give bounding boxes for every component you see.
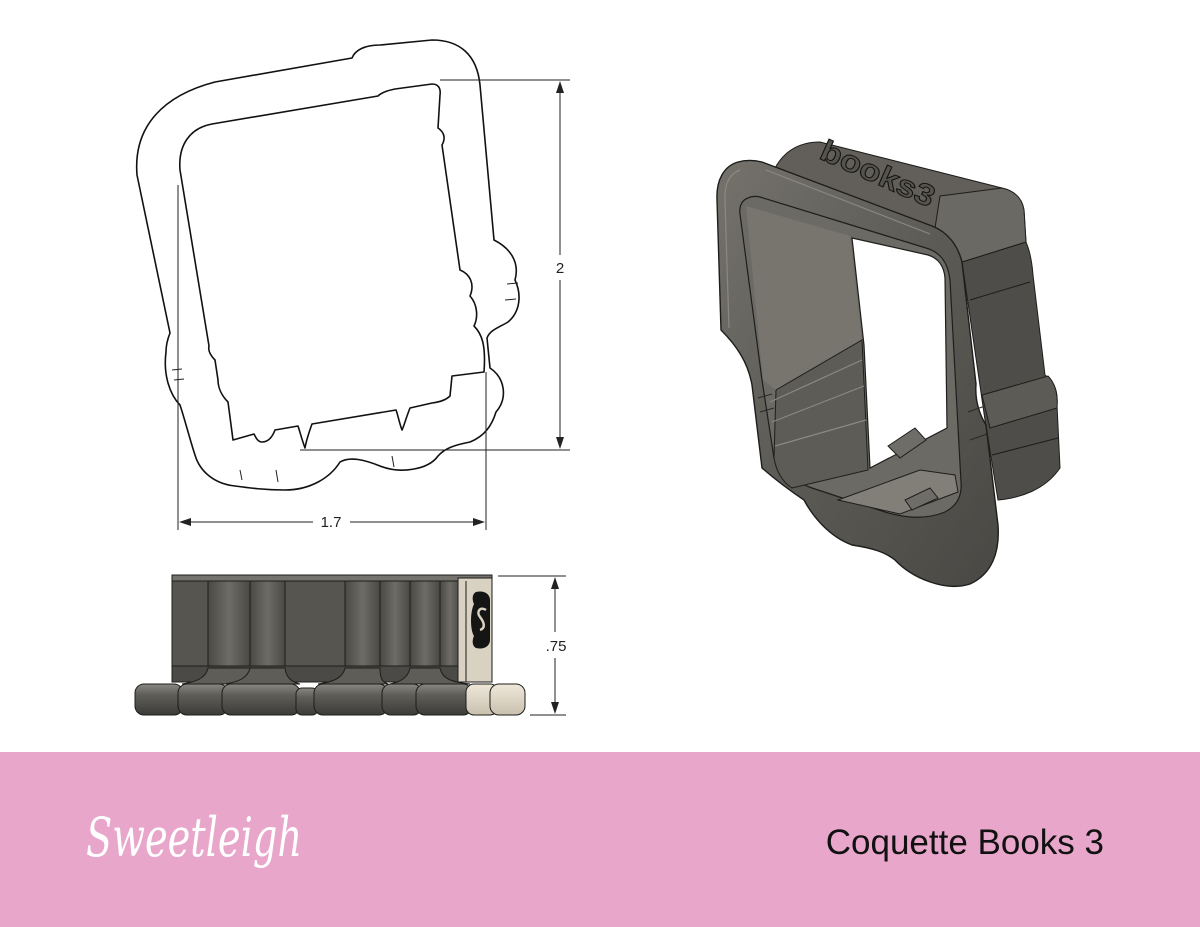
top-view (135, 39, 520, 491)
render-ridge-lines (769, 359, 867, 447)
outer-outline (135, 39, 520, 491)
height-dimension: 2 (300, 79, 570, 451)
flange-segment (134, 683, 184, 716)
width-dimension-label: 1.7 (321, 514, 342, 531)
side-emblem-mark (477, 607, 487, 632)
inner-outline (179, 83, 486, 449)
flange-segment (415, 683, 473, 716)
arrow-down-icon (551, 702, 559, 714)
arrow-right-icon (473, 518, 485, 526)
arrow-down-icon (556, 437, 564, 449)
brand-logo: Sweetleigh (86, 806, 302, 869)
side-flare (389, 667, 471, 685)
render-inner-left-wall (746, 206, 862, 390)
side-emblem (471, 591, 490, 649)
render-wall-line (991, 437, 1059, 456)
side-column (207, 580, 251, 669)
arrow-up-icon (551, 577, 559, 589)
side-top-rim (171, 574, 493, 582)
arrow-left-icon (179, 518, 191, 526)
render-rim-highlight (724, 169, 931, 329)
flange-segment (313, 683, 389, 716)
render-floor-ridges (773, 339, 869, 489)
product-title: Coquette Books 3 (826, 823, 1104, 862)
arrow-up-icon (556, 81, 564, 93)
technical-drawing: 2 1.7 (134, 39, 1061, 716)
side-column (439, 580, 461, 669)
render-floor-notch (904, 487, 939, 511)
depth-dimension: .75 (498, 575, 567, 716)
outline-tick-marks (171, 282, 519, 483)
depth-dimension-label: .75 (546, 638, 567, 655)
height-dimension-label: 2 (556, 260, 564, 277)
flange-segment (177, 683, 229, 716)
side-column (409, 580, 441, 669)
flange-segment (221, 683, 301, 716)
render-floor-notch (887, 427, 927, 459)
side-view (134, 574, 526, 716)
render-rim-ridge-lines (757, 393, 988, 441)
side-column (379, 580, 411, 669)
side-column (344, 580, 381, 669)
render-wall-line (969, 281, 1031, 301)
footer-band: Sweetleigh Coquette Books 3 (0, 752, 1200, 927)
flange-segment-end (489, 683, 526, 716)
side-flare (224, 667, 301, 685)
footer-background (0, 752, 1200, 927)
render-3d: books3 (716, 134, 1061, 588)
render-right-wall-band (981, 375, 1058, 429)
width-dimension: 1.7 (177, 185, 487, 531)
side-column (249, 580, 286, 669)
